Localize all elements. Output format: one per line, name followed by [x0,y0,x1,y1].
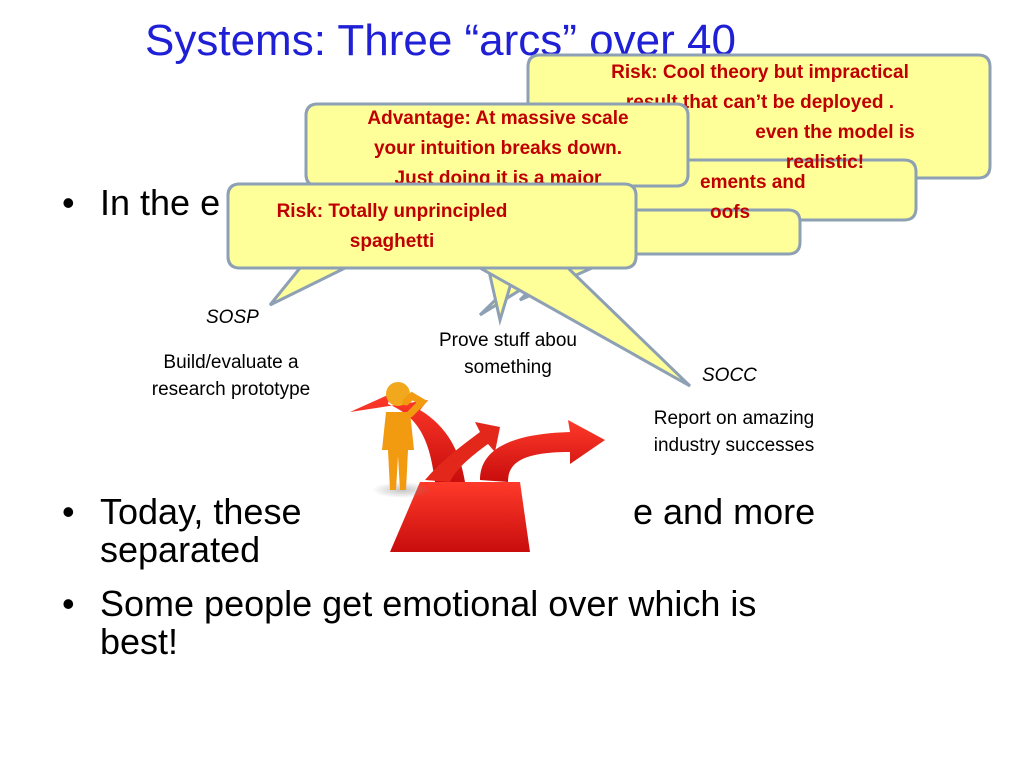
callout-advantage-text: Advantage: At massive scale your intuiti… [310,104,686,184]
prove-description-line-2: something [464,357,552,378]
callout-advantage-line-2: your intuition breaks down. [373,138,623,159]
bullet-1-text: In the e [100,182,221,223]
sosp-description-line-1: Build/evaluate a [163,352,299,373]
callout-cool-theory-line-1: Risk: Cool theory but impractical [611,62,909,83]
bullet-2-text-end: e and more [633,491,816,532]
prove-description-line-1: Prove stuff abou [438,330,578,351]
callout-spaghetti-text: Risk: Totally unprincipled spaghetti [232,197,552,261]
callout-elements-text: ements and oofs [700,168,900,220]
socc-description-line-2: industry successes [653,435,815,456]
socc-description: Report on amazing industry successes [615,405,853,459]
crossroads-illustration [350,382,605,552]
bullet-dot: • [62,583,75,624]
prove-description: Prove stuff abou something [410,327,606,381]
callout-elements-line-2: oofs [710,202,751,220]
socc-description-line-1: Report on amazing [653,408,815,429]
bullet-2-text-start: Today, these [100,491,302,532]
sosp-label: SOSP [206,307,259,328]
sosp-description: Build/evaluate a research prototype [120,349,342,403]
bullet-dot: • [62,491,75,532]
red-road-arrows [350,394,605,552]
callout-spaghetti-overlay-shape [226,182,638,270]
bullet-3-text: Some people get emotional over which is [100,583,757,624]
callout-cool-theory-line-3: even the model is [755,122,915,143]
thinking-person-figure [382,382,428,490]
callout-cool-theory-text: Risk: Cool theory but impractical result… [540,58,980,176]
callout-advantage-line-1: Advantage: At massive scale [367,108,629,129]
callout-cool-theory-line-4: realistic! [785,152,865,173]
sosp-description-line-2: research prototype [151,379,311,400]
callout-spaghetti-line-1: Risk: Totally unprincipled [276,201,508,222]
socc-label: SOCC [702,365,757,386]
callout-elements-line-1: ements and [700,172,806,193]
callout-spaghetti-line-2: spaghetti [349,231,435,252]
callout-advantage-overlay-shape [304,102,690,188]
bullet-2-text-line-2: separated [100,529,261,570]
bullet-3-text-line-2: best! [100,621,179,662]
bullet-dot: • [62,182,75,223]
callout-advantage-line-3: Just doing it is a major [394,168,602,184]
callout-cool-theory-line-2: result that can’t be deployed . [625,92,895,113]
